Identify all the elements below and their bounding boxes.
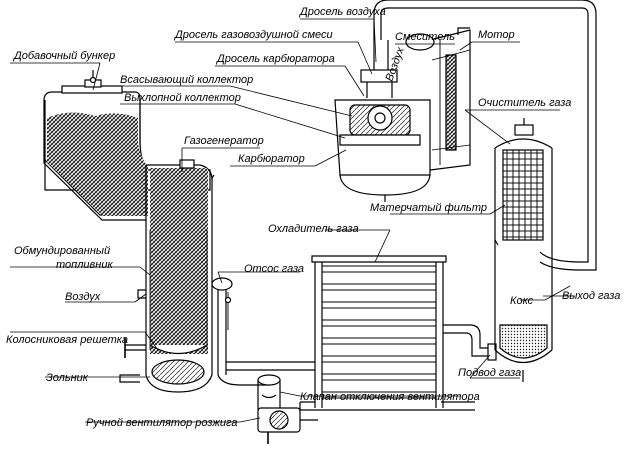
label-vozduh-vertical: Воздух [384,45,408,83]
label-smesitel: Смеситель [395,31,455,43]
gas-cleaner [373,0,597,382]
label-obmundirovanny-2: топливник [56,259,113,271]
label-ruchnoy-ventilyator: Ручной вентилятор розжига [86,417,237,429]
label-ochistitel-gaza: Очиститель газа [478,97,571,109]
label-otsos-gaza: Отсос газа [244,263,304,275]
engine-assembly [334,27,471,202]
label-gazogenerator: Газогенератор [184,135,264,147]
label-drossel-gazovozdushnoy: Дросель газовоздушной смеси [173,29,333,41]
label-koks: Кокс [510,295,534,307]
label-karbyurator: Карбюратор [238,153,305,165]
pipe-to-filter [443,324,497,361]
label-drossel-karbyuratora: Дросель карбюратора [215,53,335,65]
label-vyhlopnoy-kollektor: Выхлопной коллектор [124,92,241,104]
leader-lines [10,18,575,423]
label-podvod-gaza: Подвод газа [458,367,521,379]
label-vozduh: Воздух [65,291,101,303]
labels: Добавочный бункер Дросель воздуха Дросел… [6,6,620,429]
label-vsasyvayushchy-kollektor: Всасывающий коллектор [120,74,253,86]
label-vyhod-gaza: Выход газа [562,290,620,302]
gas-piping [211,277,475,444]
label-obmundirovanny-1: Обмундированный [14,245,110,257]
label-drossel-vozduha: Дросель воздуха [298,6,386,18]
label-zolnik: Зольник [46,372,89,384]
label-klapan-otklyucheniya: Клапан отключения вентилятора [300,391,480,403]
label-motor: Мотор [478,29,515,41]
label-materchatyy-filtr: Матерчатый фильтр [370,202,487,214]
label-dobavochny-bunker: Добавочный бункер [12,50,115,62]
label-ohladitel-gaza: Охладитель газа [268,223,359,235]
gas-cooler [311,255,447,408]
label-kolosnikovaya-reshetka: Колосниковая решетка [6,334,128,346]
gas-generator [43,70,215,393]
